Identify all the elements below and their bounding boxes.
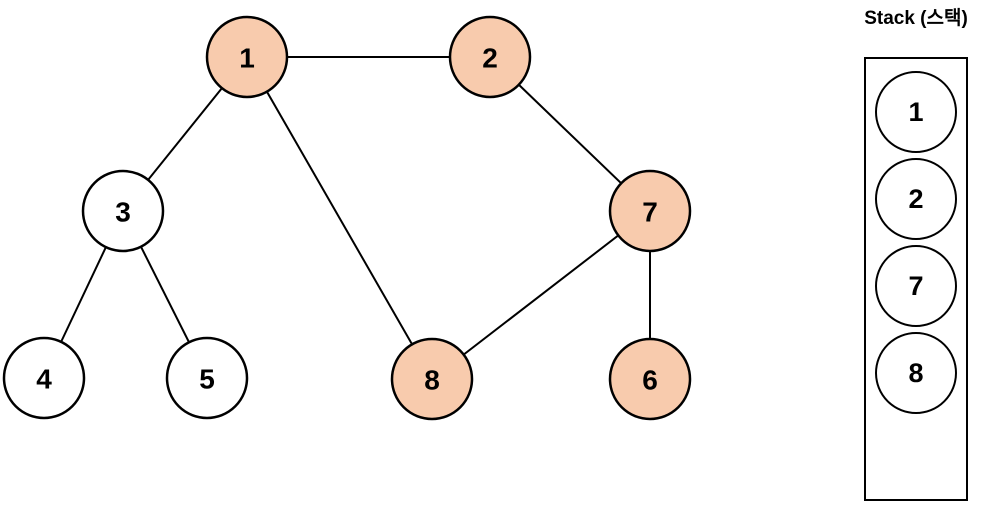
graph-node-1 xyxy=(205,15,289,99)
stack-item-8: 8 xyxy=(875,332,957,414)
graph-node-label-7: 7 xyxy=(642,197,658,228)
stack-item-2: 2 xyxy=(875,158,957,240)
stack-item-1: 1 xyxy=(875,71,957,153)
stack-title: Stack (스택) xyxy=(864,8,968,29)
graph-node-2 xyxy=(448,15,532,99)
graph-node-3 xyxy=(81,169,165,253)
graph-node-label-4: 4 xyxy=(36,364,52,395)
graph: 1 2 3 4 5 6 7 8 xyxy=(2,15,692,421)
graph-node-8 xyxy=(390,337,474,421)
graph-node-label-6: 6 xyxy=(642,365,658,396)
graph-node-5 xyxy=(165,336,249,420)
graph-node-4 xyxy=(2,336,86,420)
graph-node-6 xyxy=(608,337,692,421)
graph-node-label-3: 3 xyxy=(115,197,131,228)
stack-item-7: 7 xyxy=(875,245,957,327)
graph-node-label-8: 8 xyxy=(424,365,440,396)
graph-node-7 xyxy=(608,169,692,253)
graph-node-label-2: 2 xyxy=(482,43,498,74)
graph-node-label-5: 5 xyxy=(199,364,215,395)
graph-edge-7-8 xyxy=(431,210,651,380)
graph-node-label-1: 1 xyxy=(239,43,255,74)
graph-edge-1-8 xyxy=(246,56,433,380)
